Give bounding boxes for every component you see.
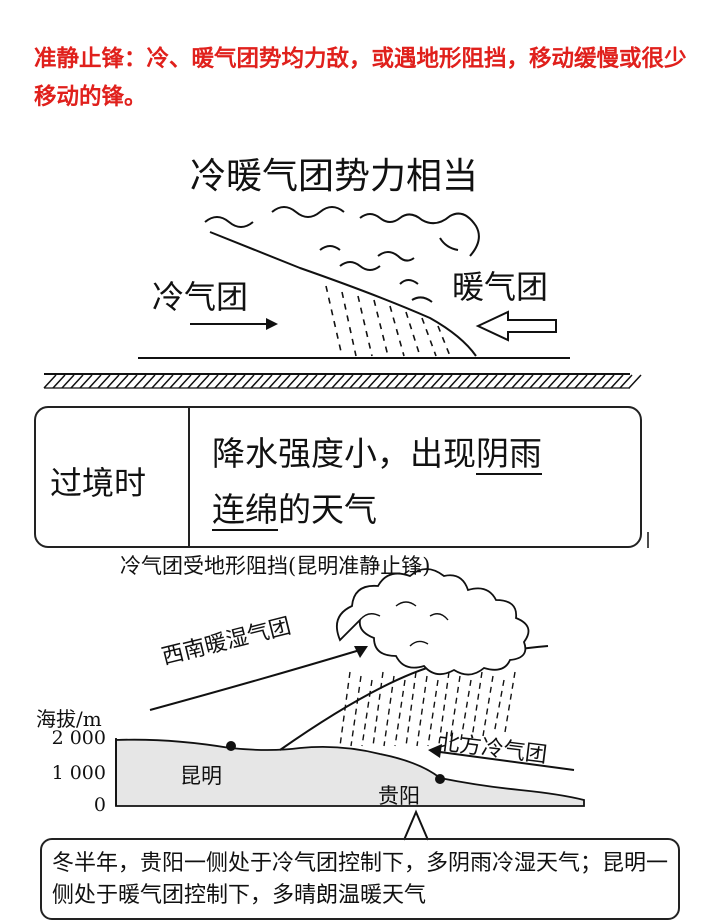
warm-arrow-icon <box>478 312 556 340</box>
transit-term: 过境时 <box>50 458 146 504</box>
hatch-band <box>44 374 641 388</box>
transit-description: 降水强度小，出现阴雨连绵的天气 <box>212 426 632 538</box>
box-divider <box>188 408 190 546</box>
kunming-dot <box>226 741 236 751</box>
rain-marks <box>326 286 450 356</box>
tick-0: 0 <box>36 794 106 816</box>
tick-1000: 1 000 <box>36 762 106 784</box>
warm-mass-label: 暖气团 <box>452 262 548 308</box>
city-guiyang: 贵阳 <box>378 780 420 810</box>
desc-tail: 的天气 <box>278 490 377 529</box>
storm-cloud-icon <box>337 569 529 675</box>
note-box: 冬半年，贵阳一侧处于冷气团控制下，多阴雨冷湿天气；昆明一侧处于暖气团控制下，多晴… <box>40 838 680 920</box>
tick-2000: 2 000 <box>36 727 106 749</box>
desc-underlined-1: 阴雨 <box>476 434 542 473</box>
transit-box: 过境时 降水强度小，出现阴雨连绵的天气 <box>34 406 642 548</box>
diagram2-title: 冷气团受地形阻挡(昆明准静止锋) <box>120 550 430 580</box>
desc-underlined-2: 连绵 <box>212 490 278 529</box>
diagram1-title: 冷暖气团势力相当 <box>190 147 478 199</box>
guiyang-dot <box>435 774 445 784</box>
note-pointer <box>404 812 428 840</box>
desc-plain: 降水强度小，出现 <box>212 434 476 473</box>
city-kunming: 昆明 <box>180 760 222 790</box>
cold-mass-label: 冷气团 <box>152 272 248 318</box>
cold-arrow-icon <box>190 318 278 330</box>
